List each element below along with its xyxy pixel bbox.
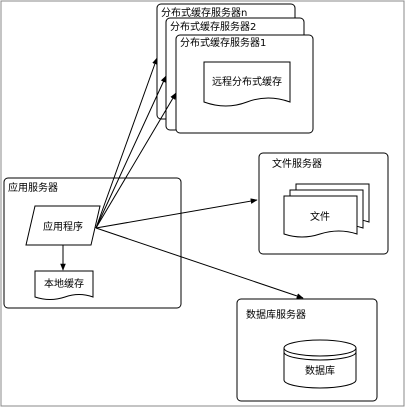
app-program-label: 应用程序 — [43, 220, 83, 233]
db-server-title: 数据库服务器 — [246, 308, 306, 321]
app-server-title: 应用服务器 — [8, 181, 58, 194]
file-label: 文件 — [310, 210, 330, 223]
remote-cache-document: 远程分布式缓存 — [203, 61, 291, 107]
arrow-to-cache-2 — [95, 75, 167, 229]
local-cache-document: 本地缓存 — [34, 270, 94, 300]
arrow-to-file-server — [95, 198, 258, 229]
arrow-to-cache-n — [95, 57, 158, 229]
database-cylinder: 数据库 — [283, 339, 357, 389]
arrow-to-db-server — [95, 227, 304, 299]
arrow-to-cache-1 — [95, 92, 177, 229]
file-server-title: 文件服务器 — [272, 157, 322, 170]
file-stack: 文件 — [283, 183, 370, 238]
local-cache-label: 本地缓存 — [44, 277, 84, 290]
arrows — [60, 57, 304, 299]
app-program-shape: 应用程序 — [25, 205, 101, 246]
cache-server-2-title: 分布式缓存服务器2 — [170, 20, 256, 33]
remote-cache-label: 远程分布式缓存 — [212, 75, 282, 88]
database-label: 数据库 — [305, 364, 335, 377]
cache-server-n-title: 分布式缓存服务器n — [161, 6, 247, 19]
cache-server-1-title: 分布式缓存服务器1 — [180, 36, 266, 49]
